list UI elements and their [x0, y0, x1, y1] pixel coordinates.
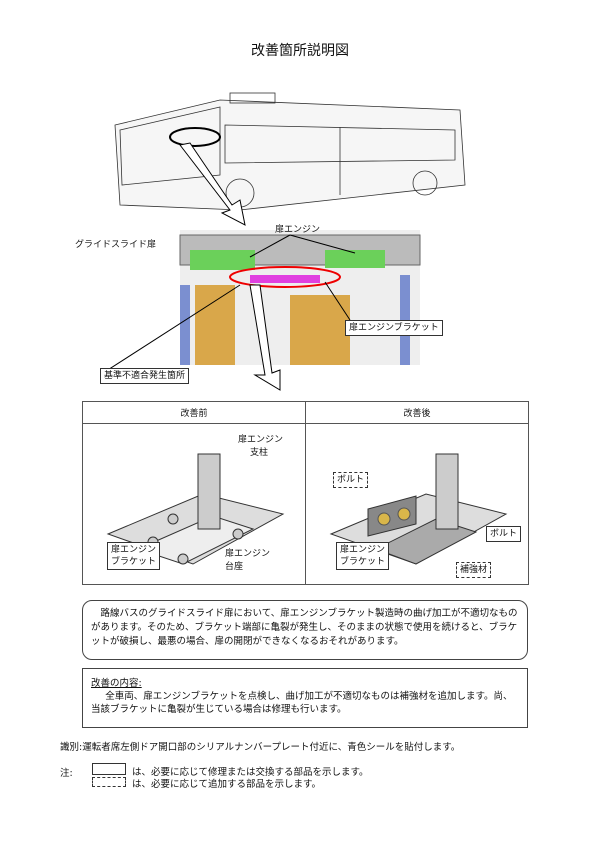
improvement-box: 改善の内容: 全車両、扉エンジンブラケットを点検し、曲げ加工が不適切なものは補強… [82, 668, 528, 728]
added-bolt-label: ボルト [333, 472, 369, 488]
bus-and-door-illustration [100, 92, 466, 391]
door-mechanism-image [100, 230, 421, 391]
door-engine-bracket-label: 扉エンジンブラケット [345, 320, 443, 336]
improvement-body: 全車両、扉エンジンブラケットを点検し、曲げ加工が不適切なものは補強材を追加します… [91, 691, 513, 715]
description-box: 路線バスのグライドスライド扉において、扉エンジンブラケット製造時の曲げ加工が不適… [82, 600, 528, 660]
reinforcement-label: 補強材 [456, 562, 492, 578]
note-dashed-text: は、必要に応じて追加する部品を示します。 [132, 779, 322, 790]
bus-icon [114, 92, 466, 211]
after-bracket-label: 扉エンジンブラケット [336, 542, 390, 570]
before-header: 改善前 [82, 401, 306, 424]
identification-text: 識別:運転者席左側ドア開口部のシリアルナンバープレート付近に、青色シールを貼付し… [60, 742, 461, 753]
after-header: 改善後 [305, 401, 529, 424]
note-solid-text: は、必要に応じて修理または交換する部品を示します。 [132, 767, 369, 778]
before-after-table: 改善前改善後 扉エンジン支柱 扉エンジンブラケット 扉エンジン台座 ボルト ボル… [82, 401, 529, 585]
glide-door-label: グライドスライド扉 [75, 240, 157, 250]
before-bracket-label: 扉エンジンブラケット [107, 542, 161, 570]
solid-box-legend [92, 763, 126, 775]
dashed-box-legend [92, 777, 126, 787]
before-cell: 扉エンジン支柱 扉エンジンブラケット 扉エンジン台座 [82, 423, 306, 585]
notes-label: 注: [60, 768, 73, 779]
improvement-heading: 改善の内容: [91, 678, 142, 689]
page-title: 改善箇所説明図 [251, 43, 349, 59]
after-cell: ボルト ボルト 扉エンジンブラケット 補強材 [305, 423, 529, 585]
base-label: 扉エンジン台座 [225, 549, 271, 572]
defect-location-label: 基準不適合発生箇所 [100, 368, 190, 384]
door-engine-label: 扉エンジン [275, 225, 321, 235]
bolt-label: ボルト [486, 526, 522, 542]
pillar-label: 扉エンジン支柱 [238, 435, 284, 458]
